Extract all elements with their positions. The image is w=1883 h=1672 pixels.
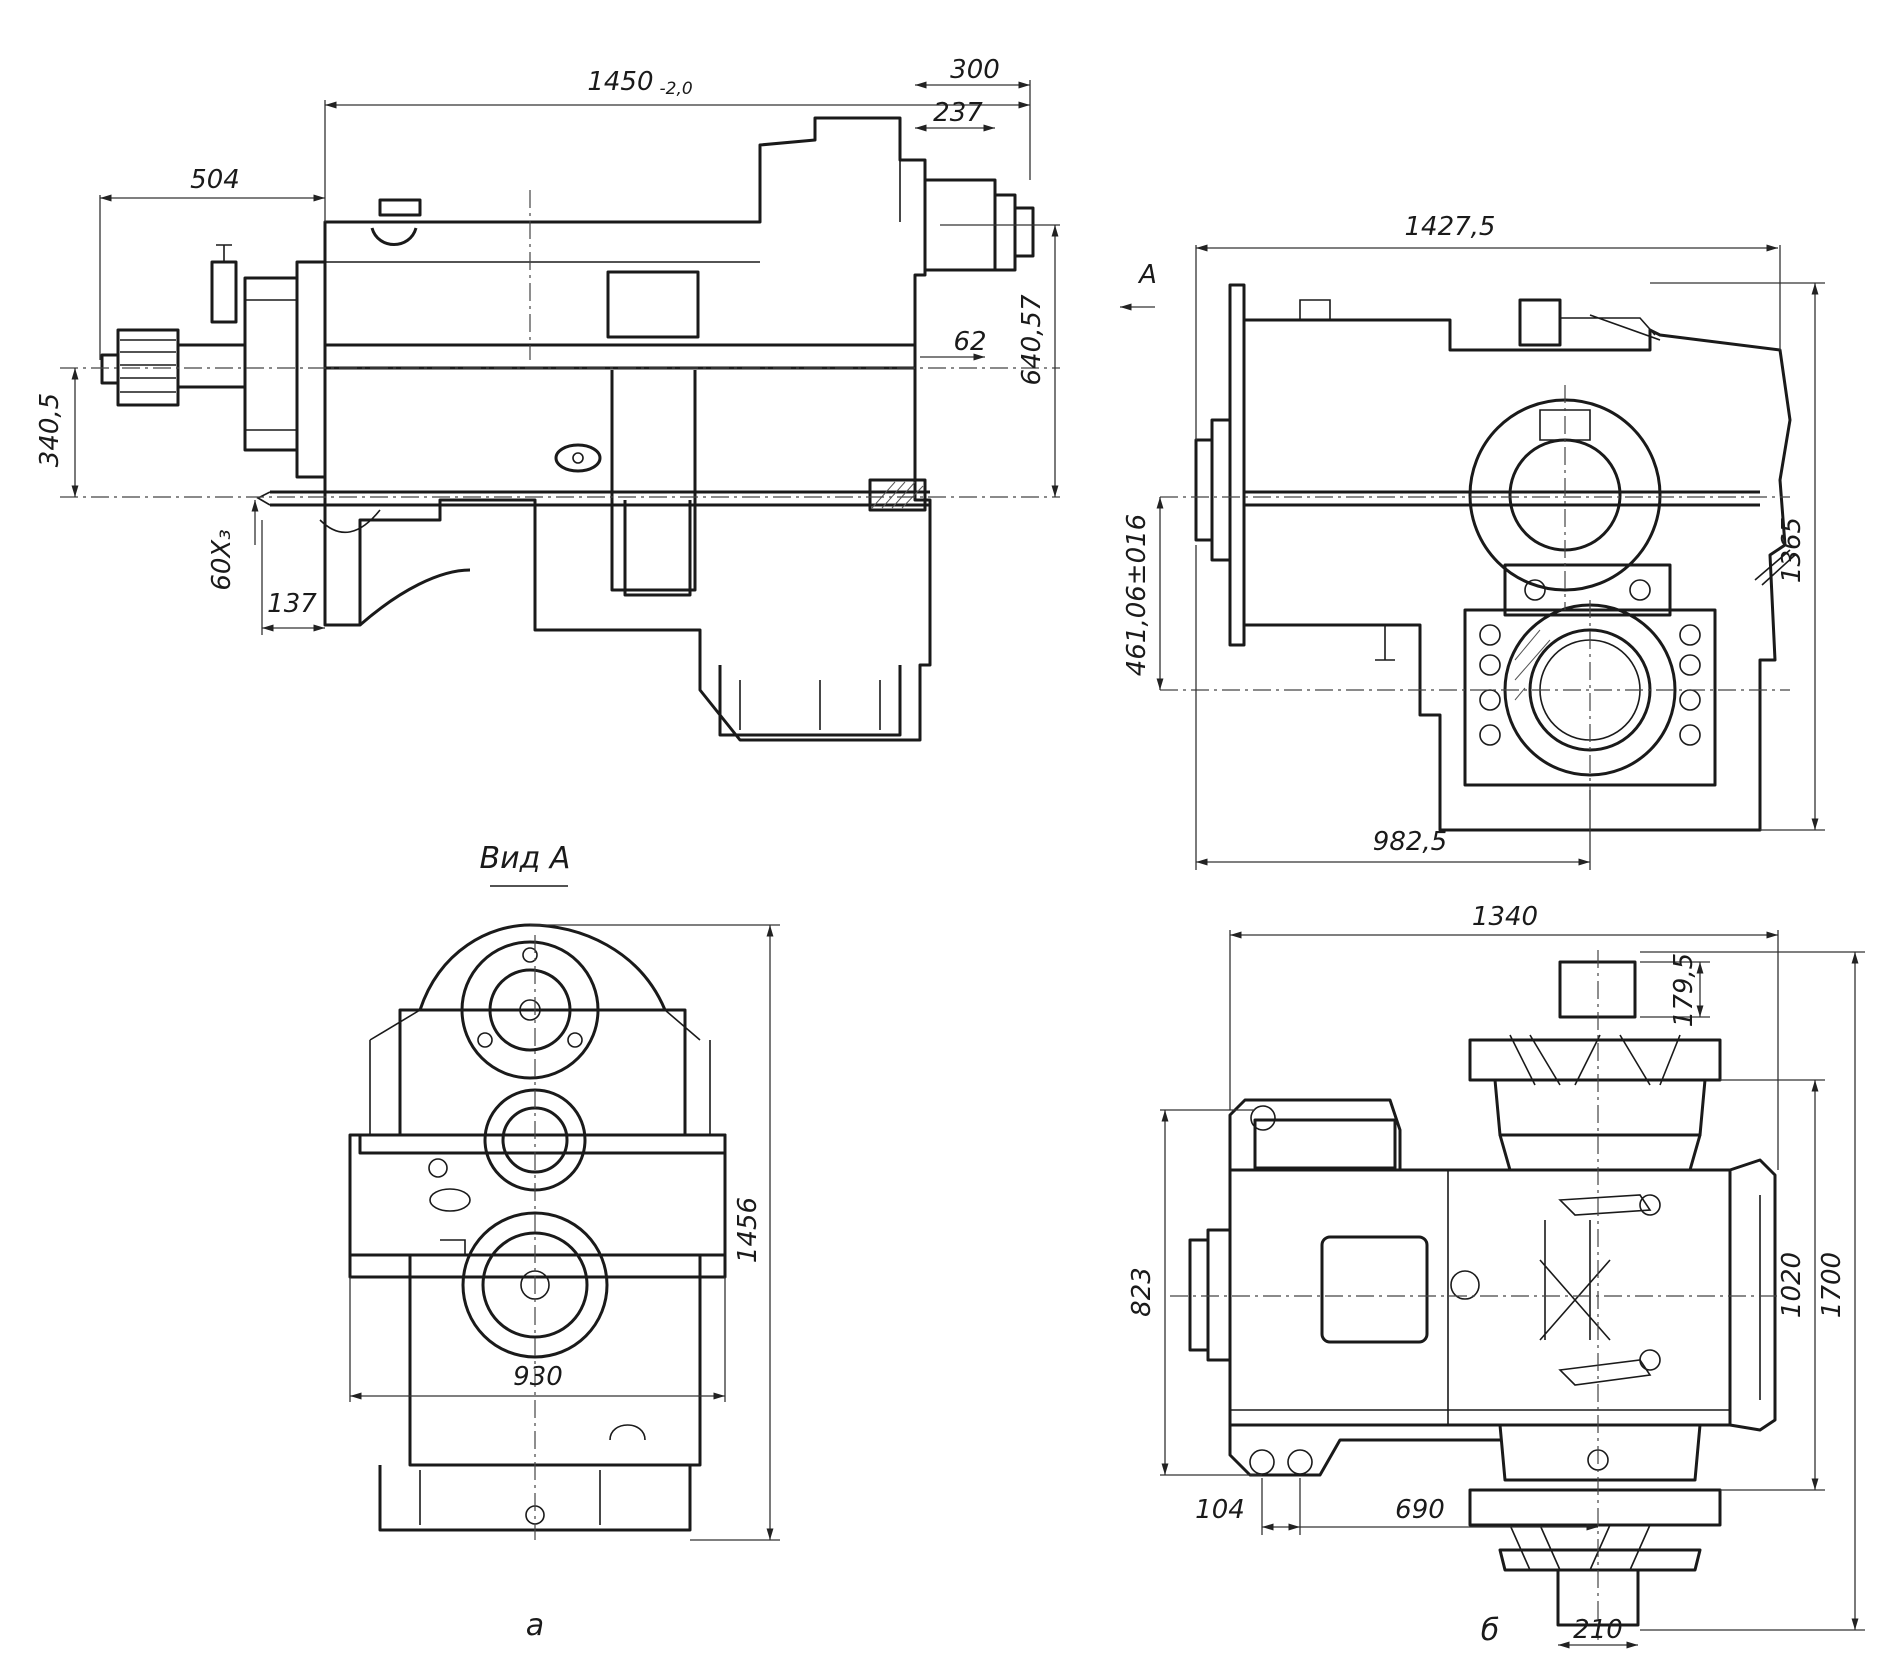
view-a-dimensions: 1456 930 а: [349, 924, 780, 1643]
view-arrow-a: A: [1137, 260, 1157, 290]
dim-1427-5: 1427,5: [1405, 212, 1496, 242]
dim-1020: 1020: [1777, 1252, 1807, 1318]
dim-1700: 1700: [1817, 1252, 1847, 1318]
view-a-caption: Вид А: [480, 841, 571, 876]
dim-210: 210: [1573, 1615, 1623, 1645]
dim-237: 237: [933, 98, 983, 128]
dim-60x3: 60X₃: [207, 529, 237, 590]
end-view-dimensions: 1427,5 A 1365 461,06±016 982,5: [1120, 212, 1825, 870]
dim-179-5: 179,5: [1669, 953, 1699, 1027]
figure-label-b: б: [1481, 1613, 1500, 1648]
end-view: [1160, 283, 1796, 832]
dim-823: 823: [1127, 1267, 1157, 1317]
dim-504: 504: [190, 165, 240, 195]
dim-1340: 1340: [1472, 902, 1538, 932]
dim-62: 62: [953, 327, 986, 357]
side-view: [60, 116, 1060, 742]
dim-1450: 1450-2,0: [587, 67, 692, 99]
plan-view: [1170, 950, 1790, 1640]
dim-300: 300: [950, 55, 1000, 85]
dim-982-5: 982,5: [1373, 827, 1447, 857]
dim-690: 690: [1395, 1495, 1445, 1525]
dim-640-57: 640,57: [1017, 294, 1047, 385]
dim-137: 137: [267, 589, 317, 619]
dim-1456: 1456: [733, 1197, 763, 1263]
dim-104: 104: [1195, 1495, 1245, 1525]
view-a: Вид А: [348, 841, 727, 1540]
figure-label-a: а: [526, 1608, 544, 1643]
dim-340-5: 340,5: [35, 393, 65, 467]
dim-1365: 1365: [1777, 517, 1807, 583]
plan-view-dimensions: 1340 179,5 823 1020 1700 104 690 210 б: [1127, 902, 1865, 1649]
dim-930: 930: [513, 1362, 563, 1392]
dim-461-06: 461,06±016: [1122, 514, 1152, 676]
side-view-dimensions: 1450-2,0 300 237 504 62 340,5 640,57 60X…: [35, 55, 1060, 635]
